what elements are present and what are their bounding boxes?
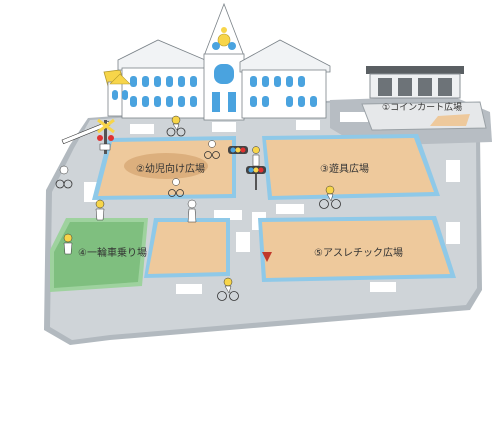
tower-body: [203, 53, 245, 121]
main-building[interactable]: [103, 2, 331, 121]
traffic-light-upper: [228, 146, 248, 154]
area-athletic-ground: [262, 220, 450, 278]
traffic-light-lower: [246, 166, 266, 190]
area-middle[interactable]: [144, 218, 230, 278]
area-unicycle-label: ④一輪車乗り場: [78, 246, 147, 259]
crossing-sign-icon: [97, 118, 115, 141]
left-section-wall: [121, 67, 209, 119]
walker-icon: [187, 199, 197, 223]
area-infant-sandpit: [124, 153, 208, 179]
cyclist-icon: [217, 277, 239, 301]
crossing-pole: [104, 120, 107, 154]
cyclist-icon: [319, 185, 341, 209]
area-vehicle[interactable]: ③遊具広場: [262, 134, 440, 200]
tower-window: [214, 64, 234, 84]
area-unicycle[interactable]: ④一輪車乗り場: [50, 218, 148, 292]
area-coin-kart-label: ①コインカート広場: [382, 101, 462, 113]
child-icon: [95, 199, 105, 221]
area-vehicle-ground: [266, 138, 434, 196]
area-athletic-label: ⑤アスレチック広場: [314, 246, 403, 259]
coin-kart-roof: [366, 66, 464, 74]
crossing-info-board: [99, 143, 111, 151]
cyclist-icon: [166, 115, 186, 137]
area-athletic[interactable]: ⑤アスレチック広場: [258, 216, 456, 282]
coin-kart-building[interactable]: ①コインカート広場: [361, 66, 487, 131]
railroad-crossing: [61, 118, 115, 154]
child-icon: [63, 233, 73, 255]
coin-kart-sand: [430, 114, 470, 126]
area-unicycle-ground: [54, 222, 144, 288]
area-infant[interactable]: ②幼児向け広場: [92, 136, 236, 200]
coin-kart-shutters: [378, 78, 452, 96]
cyclist-icon: [204, 140, 220, 159]
walker-icon: [252, 146, 260, 167]
area-vehicle-label: ③遊具広場: [320, 162, 369, 175]
warning-triangle-icon: [262, 252, 272, 262]
left-gable-roof: [117, 39, 211, 71]
left-wing-gable-icon: [109, 73, 131, 85]
area-middle-ground: [148, 222, 226, 274]
area-infant-label: ②幼児向け広場: [136, 162, 205, 175]
cyclist-icon: [55, 165, 73, 189]
right-gable-roof: [239, 39, 331, 73]
cyclist-icon: [168, 178, 184, 197]
building-windows: [112, 76, 317, 112]
tower-emblem-icon: [212, 27, 236, 50]
